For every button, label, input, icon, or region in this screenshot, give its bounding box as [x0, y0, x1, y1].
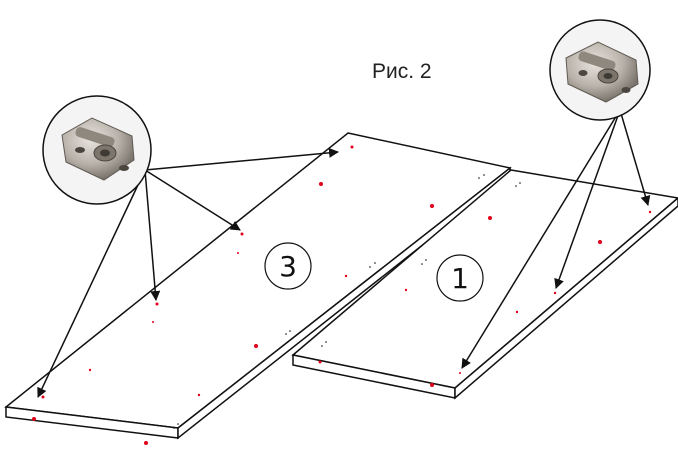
panel-1-side-edge [454, 197, 678, 400]
panel-1-dot-marks [321, 182, 521, 347]
panel-1-hole-marks [318, 210, 652, 387]
panel-3-number: 3 [279, 250, 297, 283]
panel-3: 3 [4, 132, 512, 445]
panel-3-number-badge: 3 [264, 242, 312, 290]
callout-arrows-right [461, 109, 651, 369]
panel-3-dot-marks [173, 174, 485, 429]
panel-1-number: 1 [451, 262, 469, 295]
callout-left [42, 95, 152, 205]
callout-right [549, 19, 651, 121]
panel-1-number-badge: 1 [436, 254, 484, 302]
mounting-plate-icon [61, 117, 135, 181]
callout-arrows-left [37, 147, 339, 398]
figure-caption: Рис. 2 [372, 60, 432, 83]
panel-1: 1 [291, 169, 678, 400]
mounting-plate-icon [565, 41, 639, 103]
